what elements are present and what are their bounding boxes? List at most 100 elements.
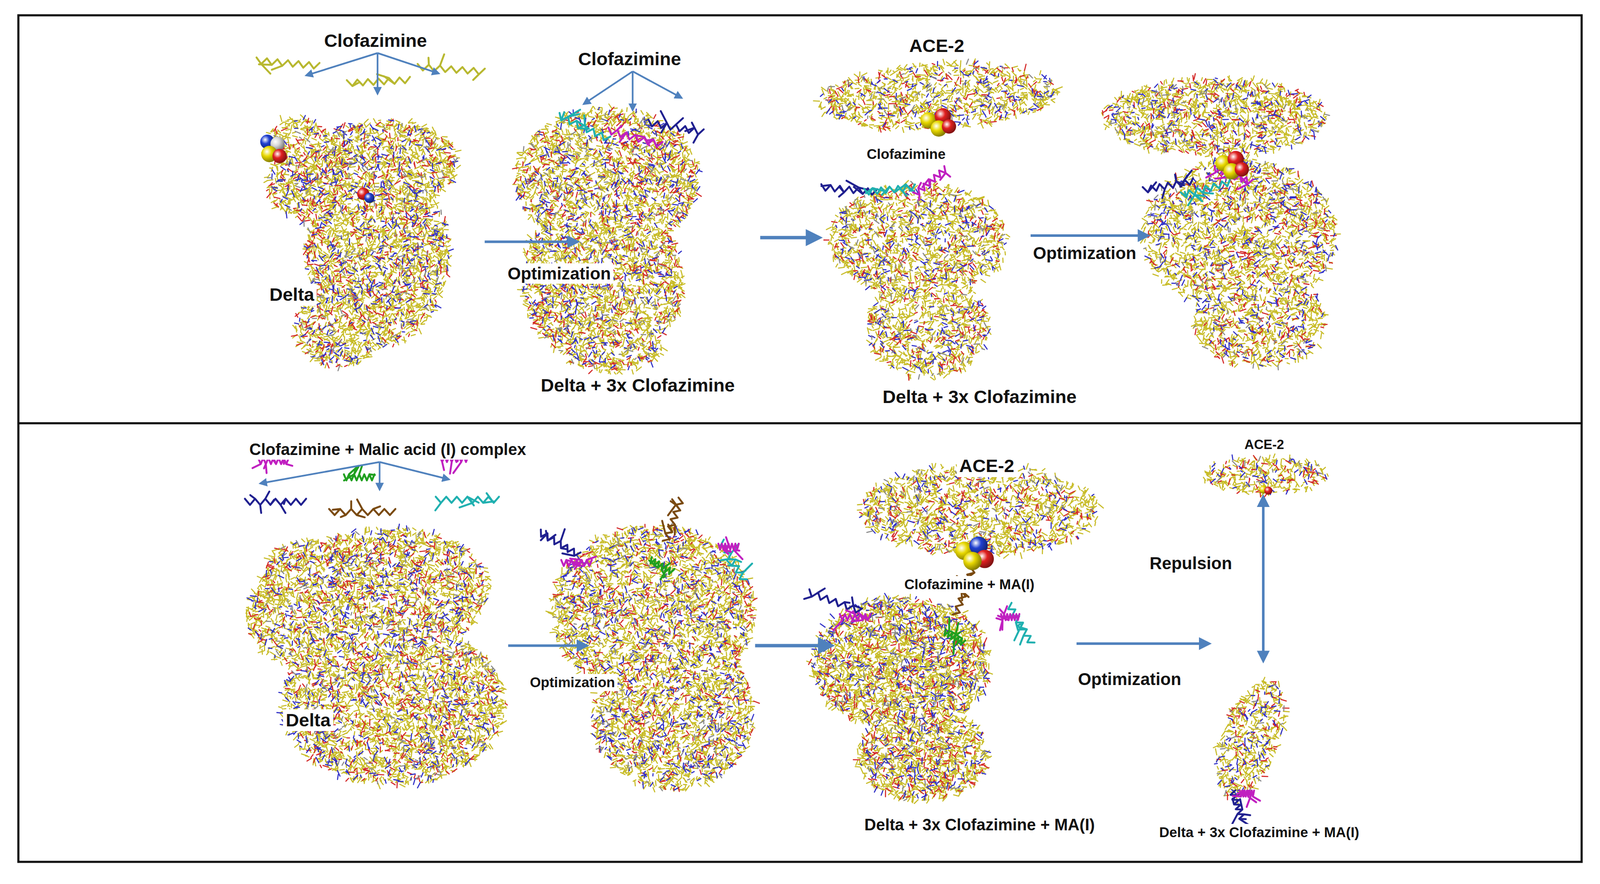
bond-sticks: [247, 524, 499, 789]
protein-structure: [245, 524, 508, 789]
protein-structure: [512, 103, 703, 376]
protein-structure: [261, 115, 461, 372]
figure-label: Clofazimine + Malic acid (I) complex: [246, 440, 529, 460]
bond-sticks: [806, 594, 993, 804]
flow-arrow: [508, 644, 587, 647]
bond-sticks: [859, 465, 1098, 556]
ligand-molecule: [718, 537, 743, 560]
atom-sphere: [1264, 486, 1273, 495]
bond-sticks: [823, 183, 1005, 381]
figure-label: Optimization: [1075, 669, 1184, 690]
protein-structure: [545, 522, 760, 793]
flow-arrow: [378, 462, 381, 491]
bond-sticks: [267, 123, 458, 371]
figure-label: Delta + 3x Clofazimine: [880, 386, 1080, 408]
atom-sphere: [364, 192, 375, 203]
atom-sphere: [941, 119, 957, 134]
ligand-molecule: [435, 493, 499, 511]
ligand-molecule: [649, 557, 675, 580]
bond-sticks: [1110, 84, 1332, 370]
atom-sphere: [272, 149, 287, 164]
space-filling-atoms: [357, 187, 375, 204]
flow-arrow: [760, 236, 820, 240]
protein-structure: [1101, 73, 1341, 370]
figure-label: Clofazimine: [863, 145, 948, 163]
ligand-molecule: [561, 556, 597, 569]
bond-sticks: [516, 107, 703, 370]
figure-label: Clofazimine + MA(I): [901, 576, 1037, 594]
figure-label: Clofazimine: [575, 48, 684, 70]
ligand-molecule: [1232, 790, 1260, 808]
figure-label: Delta: [283, 709, 333, 732]
protein-structure: [1213, 677, 1290, 805]
panel-frame: [18, 15, 1582, 863]
figure-label: Optimization: [527, 674, 618, 692]
flow-arrow: [755, 644, 832, 648]
figure-label: Delta + 3x Clofazimine + MA(I): [861, 815, 1098, 836]
figure-label: Clofazimine: [321, 29, 430, 52]
ligand-molecule: [863, 184, 915, 197]
bond-sticks: [826, 180, 1010, 381]
bond-sticks: [260, 528, 495, 785]
space-filling-atoms: [260, 134, 287, 164]
figure-label: Delta + 3x Clofazimine: [538, 374, 738, 397]
ligand-molecule: [346, 74, 411, 87]
flow-arrow: [632, 71, 682, 99]
bond-sticks: [1210, 455, 1327, 495]
ligand-molecule: [944, 618, 966, 655]
bond-sticks: [1217, 685, 1285, 797]
ligand-molecule: [608, 125, 663, 147]
figure-label: Delta: [266, 283, 317, 306]
figure-label: Optimization: [1030, 242, 1139, 264]
ligand-molecule: [329, 499, 396, 518]
bond-sticks: [1214, 685, 1283, 797]
bond-sticks: [248, 530, 508, 789]
bond-sticks: [263, 115, 461, 369]
bond-sticks: [820, 60, 1055, 130]
ligand-molecule: [417, 54, 486, 81]
flow-arrow: [306, 52, 378, 76]
space-filling-atoms: [955, 536, 994, 571]
atom-sphere: [963, 551, 982, 571]
bond-sticks: [1216, 681, 1289, 800]
ligand-molecule: [648, 111, 704, 143]
ligand-molecule: [559, 109, 611, 141]
figure-label: ACE-2: [906, 34, 967, 57]
space-filling-atoms: [1259, 485, 1273, 496]
bond-sticks: [1210, 455, 1327, 499]
flow-arrow: [1030, 234, 1148, 237]
flow-arrow: [379, 462, 450, 480]
molecules: [245, 52, 1341, 827]
bond-sticks: [552, 522, 754, 792]
bond-sticks: [811, 593, 991, 801]
process-arrows: [260, 52, 1264, 662]
flow-arrow: [1076, 642, 1210, 646]
flow-arrow: [1262, 496, 1265, 662]
figure-label: ACE-2: [956, 455, 1017, 477]
panel-divider: [18, 422, 1582, 425]
ligand-molecule: [1180, 179, 1231, 206]
bond-sticks: [512, 107, 702, 374]
bond-sticks: [859, 465, 1095, 558]
protein-structure: [1203, 454, 1329, 499]
bond-sticks: [261, 115, 458, 365]
bond-sticks: [1101, 75, 1341, 370]
flow-arrow: [376, 52, 379, 94]
flow-arrow: [583, 71, 633, 105]
bond-sticks: [811, 597, 986, 801]
ligand-molecule: [804, 588, 863, 613]
ligand-molecule: [996, 606, 1020, 631]
ligand-molecule: [252, 457, 293, 474]
atom-sphere: [1234, 162, 1250, 177]
outer-border: [18, 15, 1582, 863]
bond-sticks: [552, 524, 760, 792]
figure-label: Optimization: [505, 263, 614, 284]
ligand-molecule: [256, 57, 320, 74]
ligand-molecule: [540, 529, 581, 557]
ligand-molecule: [833, 610, 871, 631]
figure-label: ACE-2: [1241, 436, 1287, 454]
protein-structure: [806, 593, 993, 804]
ligand-molecule: [1007, 603, 1035, 645]
flow-arrow: [631, 71, 634, 111]
